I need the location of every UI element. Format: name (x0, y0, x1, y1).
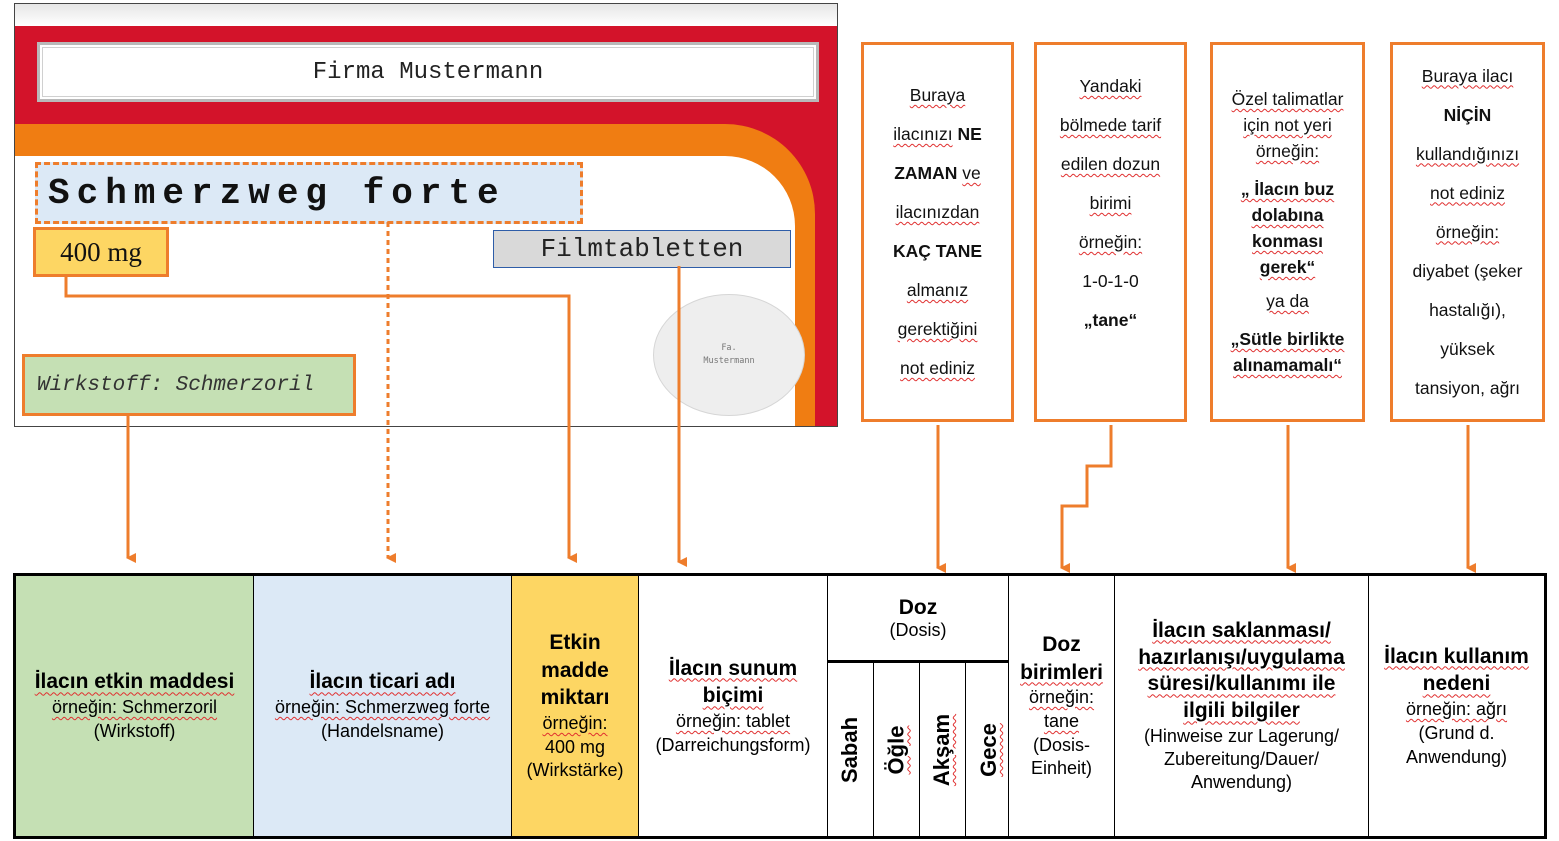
product-name: Schmerzweg forte (48, 172, 506, 214)
note-when-how-many: Buraya ilacınızı NE ZAMAN ve ilacınızdan… (861, 42, 1014, 422)
strength-label: 400 mg (33, 227, 169, 277)
medication-table: İlacın etkin maddesi örneğin: Schmerzori… (13, 573, 1547, 839)
dose-header: Doz (Dosis) (828, 576, 1008, 663)
strength-value: 400 mg (60, 236, 142, 267)
note-reason-for-use: Buraya ilacı NİÇİN kullandığınızı not ed… (1390, 42, 1545, 422)
dose-time-morning[interactable]: Sabah (828, 663, 874, 836)
col-reason-for-use: İlacın kullanım nedeni örneğin: ağrı (Gr… (1384, 644, 1529, 767)
seal-line-2: Mustermann (703, 356, 755, 366)
note-special-instructions: Özel talimatlar için not yeri örneğin: „… (1210, 42, 1365, 422)
product-name-label: Schmerzweg forte (35, 162, 583, 224)
dose-times: Sabah Öğle Akşam Gece (828, 663, 1008, 836)
col-strength: Etkin madde miktarı örneğin: 400 mg (Wir… (512, 576, 639, 836)
col-storage-info: İlacın saklanması/ hazırlanışı/uygulama … (1115, 576, 1369, 836)
dose-time-night[interactable]: Gece (975, 722, 1001, 777)
package-top-shade (15, 4, 837, 26)
col-trade-name: İlacın ticari adı örneğin: Schmerzweg fo… (254, 576, 512, 836)
col-active-ingredient: İlacın etkin maddesi örneğin: Schmerzori… (16, 576, 254, 836)
col-dose-unit: Doz birimleri örneğin: tane (Dosis- Einh… (1009, 576, 1115, 836)
dosage-form-label: Filmtabletten (493, 230, 791, 268)
arrow-strength (64, 276, 577, 563)
dose-time-noon[interactable]: Öğle (874, 663, 920, 836)
active-ingredient-value: Wirkstoff: Schmerzoril (37, 373, 315, 397)
col-dosage-form: İlacın sunum biçimi örneğin: tablet (Dar… (639, 576, 828, 836)
active-ingredient-label: Wirkstoff: Schmerzoril (22, 354, 356, 416)
dose-time-evening[interactable]: Akşam (920, 663, 966, 836)
company-name: Firma Mustermann (312, 58, 544, 86)
seal-line-1: Fa. (721, 343, 737, 353)
col-dose-group: Doz (Dosis) Sabah Öğle Akşam Gece (828, 576, 1009, 836)
dosage-form-value: Filmtabletten (540, 234, 744, 264)
note-dose-unit: Yandaki bölmede tarif edilen dozun birim… (1034, 42, 1187, 422)
company-label: Firma Mustermann (37, 42, 819, 102)
arrow-note-unit (1060, 425, 1113, 573)
medicine-package: Firma Mustermann Schmerzweg forte 400 mg… (14, 3, 838, 427)
